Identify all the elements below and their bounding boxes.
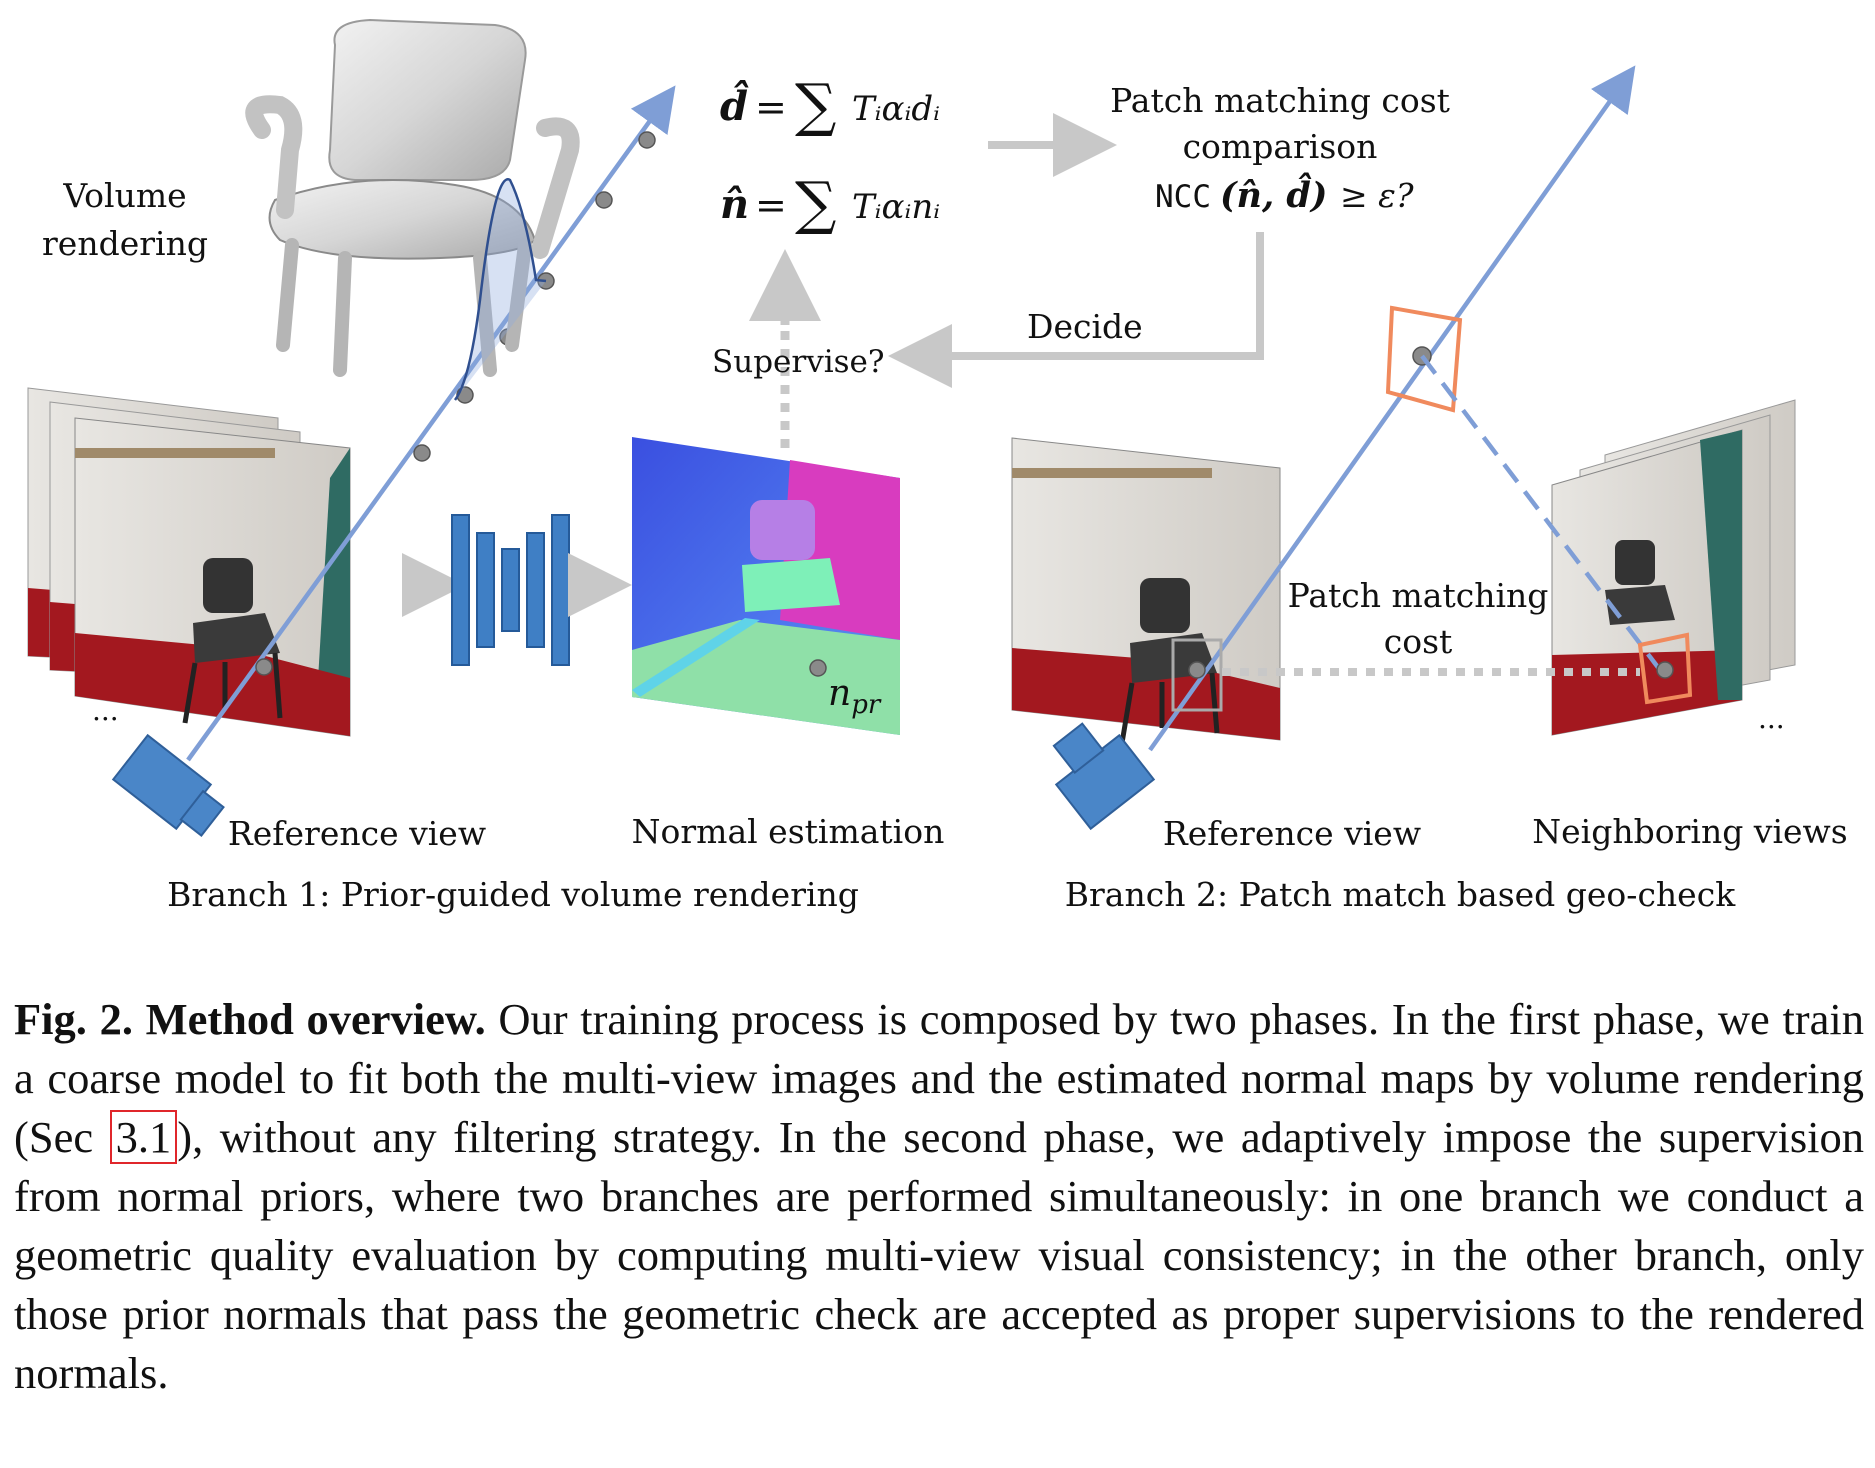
equation-d-lhs: d̂ bbox=[720, 82, 749, 130]
patch-neighbor-orange bbox=[1637, 632, 1693, 705]
reference-pixel-point bbox=[1188, 661, 1206, 679]
ncc-prefix: NCC bbox=[1155, 179, 1211, 215]
caption-label: Fig. 2. Method overview. bbox=[14, 994, 486, 1044]
ellipsis-right: ... bbox=[1758, 702, 1785, 735]
equation-n-equals: = bbox=[755, 183, 787, 227]
normal-estimation-label: Normal estimation bbox=[632, 812, 945, 851]
section-reference-link[interactable]: 3.1 bbox=[109, 1110, 178, 1164]
reference-image-stack-left: ... bbox=[27, 387, 351, 737]
equation-d-sum: ∑ bbox=[795, 71, 836, 139]
neighbor-pixel-point bbox=[1656, 661, 1674, 679]
reference-view-label-1: Reference view bbox=[228, 814, 486, 853]
volume-rendering-label-line1: Volume bbox=[62, 176, 186, 215]
method-overview-figure: ... Volume rendering bbox=[27, 18, 1848, 914]
camera-icon-right bbox=[1052, 722, 1156, 831]
chair-3d-model bbox=[245, 18, 580, 377]
neighboring-views-label: Neighboring views bbox=[1532, 812, 1847, 851]
reference-view-label-2: Reference view bbox=[1163, 814, 1421, 853]
figure-caption: Fig. 2. Method overview. Our training pr… bbox=[14, 990, 1864, 1403]
ray-right bbox=[1148, 65, 1636, 752]
supervise-label: Supervise? bbox=[712, 344, 885, 380]
patch-3d-orange bbox=[1385, 305, 1463, 413]
patch-reference bbox=[1171, 638, 1223, 712]
equations-block: d̂ = ∑ Tᵢαᵢdᵢ n̂ = ∑ Tᵢαᵢnᵢ bbox=[720, 71, 940, 237]
npr-label: npr bbox=[828, 673, 882, 720]
density-curve bbox=[453, 178, 547, 401]
volume-rendering-label-line2: rendering bbox=[42, 224, 208, 263]
camera-icon-left bbox=[111, 733, 225, 837]
equation-d-equals: = bbox=[755, 85, 787, 129]
ncc-args: (n̂, d̂) bbox=[1220, 172, 1327, 216]
patch-cost2-label-line1: Patch matching bbox=[1288, 576, 1549, 615]
ncc-suffix: ≥ ε? bbox=[1340, 176, 1414, 215]
equation-d-rhs: Tᵢαᵢdᵢ bbox=[852, 89, 940, 129]
branch2-label: Branch 2: Patch match based geo-check bbox=[1065, 875, 1736, 914]
equation-n-sum: ∑ bbox=[795, 169, 836, 237]
patch-cost-label-line1: Patch matching cost bbox=[1110, 81, 1450, 120]
caption-text-before-ref: Our training process is composed by two … bbox=[14, 994, 1864, 1162]
branch1-label: Branch 1: Prior-guided volume rendering bbox=[167, 875, 859, 914]
equation-n-lhs: n̂ bbox=[720, 181, 749, 228]
patch-cost-label-line2: comparison bbox=[1183, 127, 1378, 166]
decide-label: Decide bbox=[1027, 307, 1143, 346]
ellipsis-left: ... bbox=[92, 694, 119, 727]
equation-n-rhs: Tᵢαᵢnᵢ bbox=[852, 187, 940, 227]
neighbor-image-stack: ... bbox=[1551, 399, 1796, 736]
patch-cost2-label-line2: cost bbox=[1384, 622, 1453, 661]
network-icon bbox=[451, 514, 570, 666]
reference-photo-chair bbox=[74, 417, 351, 737]
normal-sample-point bbox=[809, 659, 827, 677]
ncc-condition: NCC (n̂, d̂) ≥ ε? bbox=[1155, 172, 1414, 216]
reference-photo-right bbox=[1011, 437, 1281, 744]
ray-left bbox=[186, 85, 676, 762]
arrow-cost-to-supervise bbox=[888, 232, 1264, 388]
normal-map-image bbox=[632, 437, 900, 735]
caption-text-after-ref: ), without any filtering strategy. In th… bbox=[14, 1112, 1864, 1398]
